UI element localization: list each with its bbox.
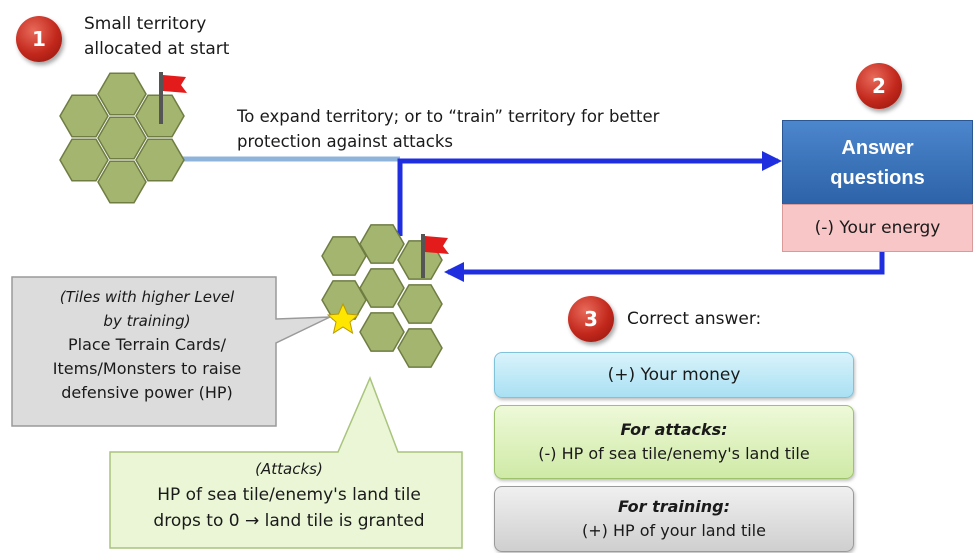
attacks-result-box: For attacks: (-) HP of sea tile/enemy's … — [494, 405, 854, 479]
flag-icon — [159, 72, 187, 124]
hex-tile — [59, 94, 109, 138]
correct-answer-label: Correct answer: — [627, 309, 762, 329]
step-3-badge: 3 — [568, 296, 614, 342]
answer-questions-box: Answer questions — [782, 120, 973, 206]
expand-note: To expand territory; or to “train” terri… — [237, 104, 659, 154]
money-reward-label: (+) Your money — [607, 365, 741, 385]
attacks-callout-line-1: (Attacks) — [255, 460, 323, 478]
energy-cost-box: (-) Your energy — [782, 204, 973, 252]
hex-tile — [97, 72, 147, 116]
start-territory-line-1: Small territory — [84, 14, 207, 34]
hex-tile — [59, 138, 109, 182]
start-territory-cluster — [59, 72, 185, 204]
hex-tile — [97, 160, 147, 204]
hex-tile — [397, 284, 443, 324]
start-territory-label: Small territory allocated at start — [84, 12, 229, 62]
arrow-back-to-territory — [444, 252, 885, 282]
expand-note-line-2: protection against attacks — [237, 132, 453, 151]
hex-tile — [359, 224, 405, 264]
hex-tile — [397, 328, 443, 368]
hex-tile — [321, 236, 367, 276]
answer-line-1: Answer — [841, 137, 914, 159]
star-icon — [326, 302, 360, 335]
step-2-badge: 2 — [856, 63, 902, 109]
tiles-callout-line-4: Items/Monsters to raise — [52, 359, 242, 378]
tiles-callout-line-5: defensive power (HP) — [61, 383, 233, 402]
tiles-callout-line-2: by training) — [103, 312, 191, 330]
energy-cost-label: (-) Your energy — [814, 218, 941, 238]
training-title: For training: — [617, 497, 731, 516]
flag-icon — [421, 234, 449, 278]
hex-tile — [135, 138, 185, 182]
tiles-callout-line-1: (Tiles with higher Level — [59, 288, 235, 306]
expand-note-line-1: To expand territory; or to “train” terri… — [237, 107, 660, 126]
money-reward-box: (+) Your money — [494, 352, 854, 398]
tiles-callout-line-3: Place Terrain Cards/ — [67, 335, 227, 354]
attacks-callout-shape — [109, 376, 463, 549]
attacks-callout-text: (Attacks) HP of sea tile/enemy's land ti… — [116, 456, 462, 534]
hex-tile — [359, 268, 405, 308]
hex-tile — [97, 116, 147, 160]
training-result-box: For training: (+) HP of your land tile — [494, 486, 854, 552]
attacks-callout-line-2: HP of sea tile/enemy's land tile — [157, 485, 421, 505]
attacks-callout-line-3: drops to 0 → land tile is granted — [153, 511, 425, 531]
start-territory-line-2: allocated at start — [84, 39, 230, 59]
attacks-text: (-) HP of sea tile/enemy's land tile — [538, 444, 810, 463]
training-text: (+) HP of your land tile — [582, 521, 766, 540]
hex-tile — [321, 280, 367, 320]
arrow-to-answer — [397, 151, 782, 236]
tiles-callout-shape — [11, 276, 331, 427]
attacks-title: For attacks: — [620, 420, 728, 439]
hex-tile — [359, 312, 405, 352]
trained-territory-cluster — [321, 224, 443, 368]
answer-line-2: questions — [830, 167, 925, 189]
tiles-callout-text: (Tiles with higher Level by training) Pl… — [18, 285, 276, 405]
step-1-badge: 1 — [16, 16, 62, 62]
